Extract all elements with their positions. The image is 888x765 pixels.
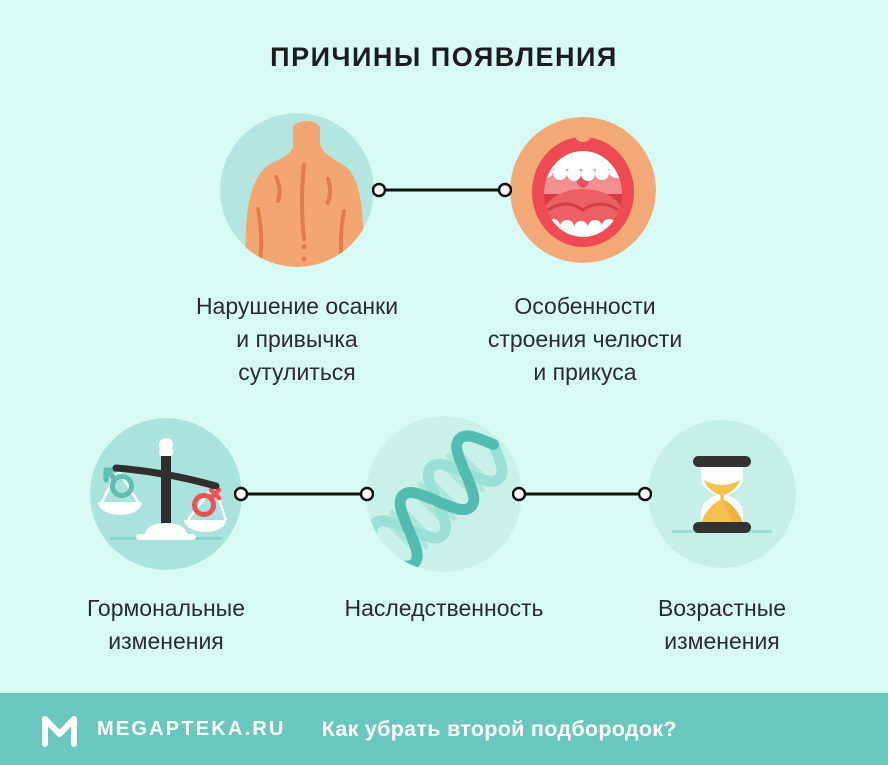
footer-question: Как убрать второй подбородок? <box>321 716 677 741</box>
open-mouth-icon <box>510 117 656 263</box>
cause-label-line: сутулиться <box>238 359 356 385</box>
connector-line <box>372 182 512 198</box>
cause-label-line: Гормональные <box>86 595 246 621</box>
cause-label-line: изменения <box>108 628 224 654</box>
cause-label-line: и привычка <box>236 326 358 352</box>
hourglass-icon <box>648 420 796 568</box>
cause-label-posture: Нарушение осанки и привычка сутулиться <box>147 290 447 389</box>
cause-circle-posture <box>220 113 374 267</box>
cause-label-line: Возрастные <box>657 595 787 621</box>
back-posture-icon <box>220 113 374 267</box>
cause-label-line: Наследственность <box>344 595 544 621</box>
footer-bar: MEGAPTEKA.RU Как убрать второй подбородо… <box>0 693 888 765</box>
page-title: ПРИЧИНЫ ПОЯВЛЕНИЯ <box>270 42 618 72</box>
cause-circle-age <box>648 420 796 568</box>
connector-line <box>234 486 374 502</box>
cause-circle-jaw <box>510 117 656 263</box>
cause-label-line: и прикуса <box>533 359 637 385</box>
cause-label-line: Особенности <box>514 293 656 319</box>
cause-label-line: строения челюсти <box>487 326 683 352</box>
cause-circle-hormonal <box>90 418 242 570</box>
connector-line <box>512 486 652 502</box>
cause-label-line: изменения <box>664 628 780 654</box>
brand-name: MEGAPTEKA.RU <box>97 717 286 740</box>
cause-label-age: Возрастные изменения <box>572 592 872 658</box>
cause-circle-heredity <box>366 416 522 572</box>
gender-balance-scale-icon <box>90 418 242 570</box>
cause-label-line: Нарушение осанки <box>195 293 399 319</box>
cause-label-jaw: Особенности строения челюсти и прикуса <box>435 290 735 389</box>
cause-label-heredity: Наследственность <box>294 592 594 625</box>
dna-icon <box>366 416 522 572</box>
cause-label-hormonal: Гормональные изменения <box>16 592 316 658</box>
megapteka-logo-icon <box>42 715 77 747</box>
